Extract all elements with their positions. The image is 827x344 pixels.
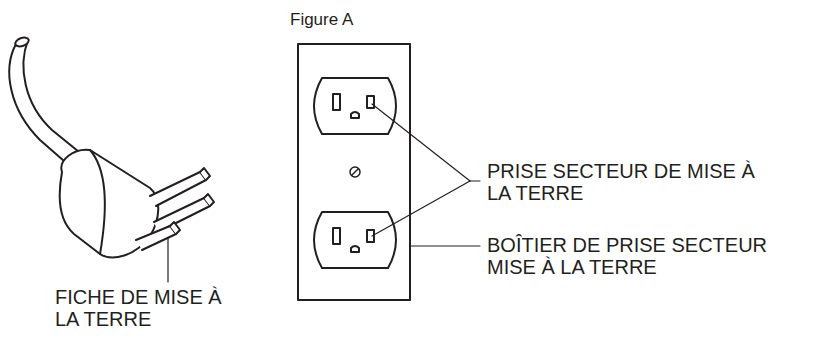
outlet-plate xyxy=(298,44,410,300)
plug-body-edge xyxy=(90,150,105,254)
ground-prong xyxy=(136,226,176,250)
cord-outline xyxy=(9,44,72,168)
receptacle xyxy=(314,212,396,268)
part-label: BOÎTIER DE PRISE SECTEUR MISE À LA TERRE xyxy=(487,234,817,278)
figure-title: Figure A xyxy=(290,10,353,30)
leader-line xyxy=(372,104,480,246)
plate-screw xyxy=(350,167,360,177)
receptacle xyxy=(314,78,396,134)
cord-outline xyxy=(23,40,84,156)
part-label: PRISE SECTEUR DE MISE À LA TERRE xyxy=(487,160,762,204)
part-label: FICHE DE MISE À LA TERRE xyxy=(55,286,227,330)
plug-prong xyxy=(154,198,210,232)
leader-line xyxy=(167,238,168,282)
